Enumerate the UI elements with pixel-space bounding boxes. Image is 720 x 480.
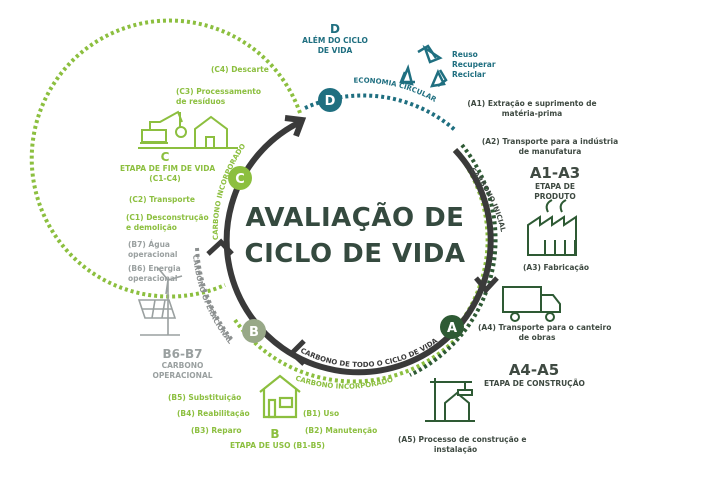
- stage-b-name: ETAPA DE USO (B1-B5): [230, 441, 325, 450]
- stage-d-name-2: DE VIDA: [317, 46, 353, 55]
- stage-d-items: Reuso Recuperar Reciclar: [452, 50, 496, 80]
- carbono-incorporado-bottom-label: CARBONO INCORPORADO: [294, 374, 394, 390]
- b7-line1: (B7) Água: [128, 240, 170, 249]
- c4-label: (C4) Descarte: [211, 65, 269, 74]
- stage-a13-heading: A1-A3 ETAPA DE PRODUTO: [520, 165, 590, 202]
- b1-label: (B1) Uso: [303, 409, 340, 418]
- main-cycle-arc: [223, 119, 494, 376]
- truck-icon: [502, 286, 561, 322]
- stage-a13-code: A1-A3: [529, 164, 581, 182]
- a3-label: (A3) Fabricação: [523, 263, 590, 272]
- item-recuperar: Recuperar: [452, 60, 496, 69]
- a4-line1: (A4) Transporte para o canteiro: [478, 323, 612, 332]
- marker-d-label: D: [325, 94, 336, 109]
- arrow-head-left: [206, 238, 234, 256]
- c2-label: (C2) Transporte: [129, 195, 195, 204]
- stage-b67-code: B6-B7: [162, 347, 203, 361]
- stage-d-letter: D: [330, 22, 340, 36]
- stage-c-letter: C: [160, 150, 170, 164]
- marker-c-label: C: [235, 172, 245, 187]
- stage-d-name-1: ALÉM DO CICLO: [302, 36, 368, 45]
- recycle-icon: [399, 44, 448, 88]
- a2-line1: (A2) Transporte para a indústria: [481, 137, 619, 146]
- b2-label: (B2) Manutenção: [305, 426, 378, 435]
- marker-a[interactable]: A: [440, 315, 464, 339]
- initial-carbon-track-outer: [409, 143, 498, 377]
- marker-c[interactable]: C: [228, 166, 252, 190]
- arrow-head-bottom: [288, 339, 306, 366]
- title-line2: CICLO DE VIDA: [244, 239, 466, 269]
- stage-c-name-1: ETAPA DE FIM DE VIDA: [120, 164, 216, 173]
- stage-c-heading: C ETAPA DE FIM DE VIDA (C1-C4): [120, 150, 216, 184]
- b7-line2: operacional: [128, 250, 178, 259]
- incorporated-carbon-track: [29, 18, 302, 299]
- stage-b67-name-2: OPERACIONAL: [152, 371, 213, 380]
- stage-b67-name-1: CARBONO: [161, 361, 204, 370]
- arrow-head-top: [284, 115, 307, 138]
- stage-a45-heading: A4-A5 ETAPA DE CONSTRUÇÃO: [484, 361, 585, 389]
- stage-a13-name-2: PRODUTO: [534, 192, 576, 201]
- a4-line2: de obras: [518, 333, 556, 342]
- main-title: AVALIAÇÃO DE CICLO DE VIDA: [240, 200, 470, 272]
- marker-d[interactable]: D: [318, 88, 342, 112]
- demolition-house-icon: [138, 110, 238, 149]
- title-line1: AVALIAÇÃO DE: [245, 203, 465, 233]
- factory-icon: [527, 199, 577, 256]
- c1-line2: e demolição: [126, 223, 177, 232]
- arrow-head-right: [474, 276, 499, 294]
- stage-c-name-2: (C1-C4): [149, 174, 181, 183]
- marker-b[interactable]: B: [242, 319, 266, 343]
- house-icon: [259, 374, 301, 419]
- c3-line2: de resíduos: [176, 97, 226, 106]
- b4-label: (B4) Reabilitação: [177, 409, 250, 418]
- stage-d-heading: D ALÉM DO CICLO DE VIDA: [295, 22, 375, 56]
- b5-label: (B5) Substituição: [168, 393, 242, 402]
- a5-line1: (A5) Processo de construção e: [398, 435, 527, 444]
- a1-line1: (A1) Extração e suprimento de: [467, 99, 597, 108]
- c1-line1: (C1) Desconstrução: [126, 213, 209, 222]
- stage-a45-name: ETAPA DE CONSTRUÇÃO: [484, 379, 585, 388]
- a5-line2: instalação: [433, 445, 478, 454]
- a2-line2: de manufatura: [518, 147, 582, 156]
- marker-b-label: B: [249, 325, 259, 340]
- stage-b-letter: B: [270, 427, 280, 441]
- stage-b-heading: B ETAPA DE USO (B1-B5): [230, 427, 325, 451]
- operational-carbon-track: [195, 247, 234, 342]
- stage-a13-name-1: ETAPA DE: [534, 182, 576, 191]
- solar-wind-icon: [137, 267, 183, 336]
- item-reciclar: Reciclar: [452, 70, 486, 79]
- item-reuso: Reuso: [452, 50, 478, 59]
- b3-label: (B3) Reparo: [191, 426, 242, 435]
- stage-a45-code: A4-A5: [508, 361, 560, 379]
- a1-line2: matéria-prima: [501, 109, 563, 118]
- svg-text:CARBONO INCORPORADO: CARBONO INCORPORADO: [294, 374, 394, 390]
- marker-a-label: A: [447, 321, 457, 336]
- crane-house-icon: [425, 378, 475, 422]
- b6-line2: operacional: [128, 274, 178, 283]
- c3-line1: (C3) Processamento: [176, 87, 262, 96]
- stage-b67-heading: B6-B7 CARBONO OPERACIONAL: [145, 347, 220, 381]
- b6-line1: (B6) Energia: [128, 264, 181, 273]
